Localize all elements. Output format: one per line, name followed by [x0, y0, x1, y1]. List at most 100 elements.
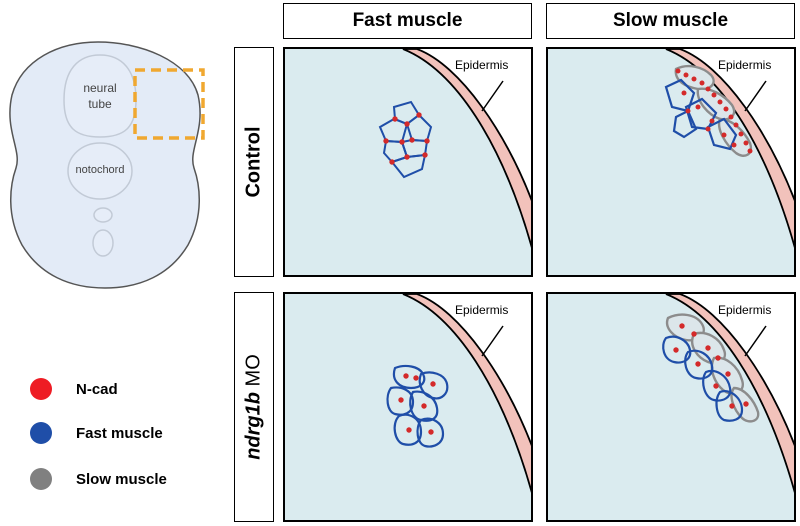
notochord-label: notochord	[75, 164, 125, 176]
ncad-dot	[413, 375, 419, 381]
ncad-dot	[705, 86, 711, 92]
panel-control-fast-drawing	[378, 49, 531, 249]
fast-muscle-cells	[662, 335, 744, 422]
ncad-dot	[681, 90, 687, 96]
panel-morphant-slow-drawing	[662, 294, 794, 494]
highlight-box	[133, 68, 205, 140]
ncad-dot	[699, 80, 705, 86]
fast-muscle-cell	[405, 113, 433, 143]
legend-swatch-slow-muscle	[30, 468, 52, 490]
ncad-dot	[725, 371, 731, 377]
ncad-dot	[709, 118, 715, 124]
legend-swatch-fast-muscle	[30, 422, 52, 444]
ncad-dot	[729, 403, 735, 409]
fast-muscle-cell	[702, 369, 732, 402]
ncad-dot	[683, 72, 689, 78]
outer-white-region	[403, 49, 531, 245]
row-label-morphant: ndrg1b MO	[243, 354, 266, 460]
ncad-dot	[399, 139, 405, 145]
epidermis-layer	[402, 49, 531, 249]
ncad-dot	[421, 403, 427, 409]
ncad-dot	[430, 381, 436, 387]
ncad-dot	[406, 427, 412, 433]
ncad-dot	[416, 112, 422, 118]
fast-muscle-cell	[392, 364, 426, 390]
small-vessel-shape	[93, 207, 113, 223]
fast-muscle-cell	[672, 109, 698, 139]
epidermis-layer	[665, 294, 794, 494]
epidermis-pointer	[744, 325, 767, 357]
fast-muscle-cell	[418, 371, 449, 400]
fast-muscle-cell	[706, 117, 738, 151]
column-header-fast-muscle: Fast muscle	[283, 3, 532, 39]
legend-item-fast-muscle: Fast muscle	[30, 422, 163, 444]
ncad-dot	[738, 131, 744, 137]
epidermis-label: Epidermis	[718, 303, 772, 317]
fast-muscle-cell	[416, 417, 445, 448]
ncad-dot	[733, 122, 739, 128]
ncad-dot	[383, 138, 389, 144]
outer-white-region	[666, 49, 794, 245]
gene-name: ndrg1b	[242, 392, 265, 460]
row-header-control: Control	[234, 47, 274, 277]
legend-item-ncad: N-cad	[30, 378, 118, 400]
panel-morphant-fast-drawing	[386, 294, 531, 494]
neural-tube-shape	[63, 54, 137, 138]
row-label-control: Control	[242, 126, 265, 198]
outer-white-region	[666, 294, 794, 490]
legend-item-slow-muscle: Slow muscle	[30, 468, 167, 490]
fast-muscle-cell	[378, 117, 409, 144]
ncad-dot	[747, 148, 753, 154]
ncad-dot	[392, 116, 398, 122]
fast-muscle-cell	[393, 413, 423, 446]
outer-white-region	[403, 294, 531, 490]
ncad-dot	[404, 154, 410, 160]
epidermis-pointer	[481, 80, 504, 112]
legend-label-fast-muscle: Fast muscle	[76, 424, 163, 442]
ncad-dot	[721, 132, 727, 138]
panel-morphant-slow: Epidermis	[546, 292, 796, 522]
gut-shape	[92, 229, 114, 257]
ncad-dot	[713, 383, 719, 389]
ncad-dot	[398, 397, 404, 403]
ncad-dot	[685, 108, 691, 114]
ncad-dot	[731, 142, 737, 148]
panel-morphant-fast: Epidermis	[283, 292, 533, 522]
row-header-morphant: ndrg1b MO	[234, 292, 274, 522]
legend-swatch-ncad	[30, 378, 52, 400]
ncad-dot	[403, 373, 409, 379]
legend-label-ncad: N-cad	[76, 380, 118, 398]
ncad-dot	[409, 137, 415, 143]
ncad-dot	[743, 401, 749, 407]
epidermis-label: Epidermis	[455, 58, 509, 72]
column-header-slow-muscle: Slow muscle	[546, 3, 795, 39]
morphant-suffix: MO	[242, 354, 265, 392]
epidermis-pointer	[744, 80, 767, 112]
ncad-dot	[728, 114, 734, 120]
ncad-dot	[679, 323, 685, 329]
epidermis-pointer	[481, 325, 504, 357]
ncad-dot	[705, 126, 711, 132]
ncad-dot	[695, 104, 701, 110]
fast-muscle-cells	[386, 364, 449, 448]
ncad-dot	[743, 140, 749, 146]
embryo-cross-section	[9, 41, 205, 289]
ncad-dot	[389, 159, 395, 165]
ncad-dot	[695, 361, 701, 367]
legend-label-slow-muscle: Slow muscle	[76, 470, 167, 488]
ncad-dot	[723, 106, 729, 112]
panel-control-fast: Epidermis	[283, 47, 533, 277]
ncad-dot	[422, 152, 428, 158]
epidermis-label: Epidermis	[718, 58, 772, 72]
ncad-puncta	[383, 112, 430, 165]
ncad-dot	[428, 429, 434, 435]
ncad-dot	[691, 76, 697, 82]
fast-muscle-cell	[715, 390, 744, 422]
notochord-shape	[67, 142, 133, 200]
ncad-dot	[404, 121, 410, 127]
ncad-puncta	[675, 68, 753, 154]
epidermis-layer	[402, 294, 531, 494]
ncad-puncta	[673, 323, 749, 409]
fast-muscle-cell	[386, 386, 415, 416]
ncad-dot	[424, 138, 430, 144]
